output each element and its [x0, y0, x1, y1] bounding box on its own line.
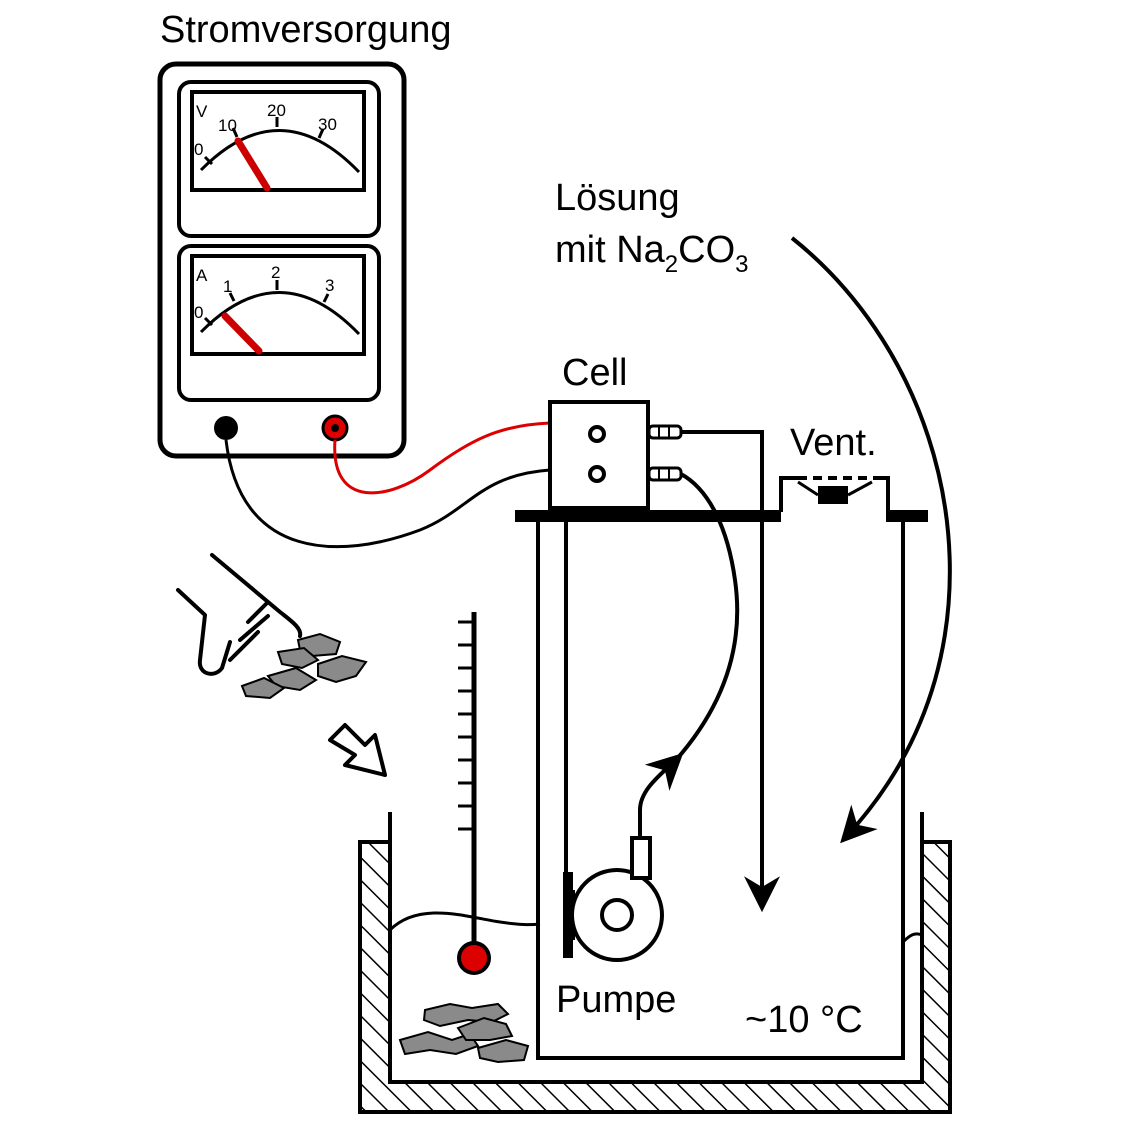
pump-feed-pipe-upper [674, 472, 740, 762]
voltmeter-tick-30: 30 [318, 115, 337, 134]
ammeter: A 0 1 2 3 [194, 263, 361, 355]
voltmeter-tick-0: 0 [194, 140, 203, 159]
pump [563, 836, 664, 962]
pump-feed-pipe [638, 753, 684, 838]
voltmeter-needle [234, 137, 271, 192]
solution-inflow-arrow [790, 236, 952, 844]
pump-label: Pumpe [556, 979, 676, 1021]
ammeter-tick-0: 0 [194, 303, 203, 322]
solution-label-line1: Lösung [555, 177, 680, 219]
negative-terminal[interactable] [214, 416, 238, 440]
solution-label-line2: mit Na2CO3 [555, 229, 749, 278]
hand-icon [176, 553, 303, 676]
voltmeter-tick-20: 20 [267, 101, 286, 120]
ammeter-unit: A [196, 266, 208, 285]
voltmeter-unit: V [196, 102, 208, 121]
ammeter-tick-3: 3 [325, 276, 334, 295]
electrolysis-cell [548, 400, 683, 510]
lid-plate-right [886, 510, 928, 522]
ice-pieces-in-bath [398, 1002, 530, 1064]
temperature-label: ~10 °C [745, 999, 863, 1041]
power-supply [157, 61, 407, 459]
lid-plate [515, 510, 781, 522]
voltmeter: V 0 10 20 30 [194, 101, 361, 192]
ammeter-tick-1: 1 [223, 277, 232, 296]
negative-wire [224, 439, 551, 549]
cooling-bath [358, 840, 952, 1114]
voltmeter-tick-10: 10 [218, 116, 237, 135]
ice-pieces-in-hand [240, 632, 368, 700]
outflow-pipe [681, 430, 780, 913]
bath-water-surface [388, 911, 541, 932]
ammeter-needle [221, 312, 263, 355]
vent-valve[interactable] [779, 476, 890, 512]
ammeter-tick-2: 2 [271, 263, 280, 282]
power-supply-label: Stromversorgung [160, 9, 451, 51]
thermometer [457, 612, 491, 975]
drop-in-arrow-icon [328, 723, 387, 777]
positive-wire [333, 421, 551, 495]
cell-label: Cell [562, 352, 627, 394]
reservoir-tank [536, 522, 905, 1060]
vent-label: Vent. [790, 422, 877, 464]
